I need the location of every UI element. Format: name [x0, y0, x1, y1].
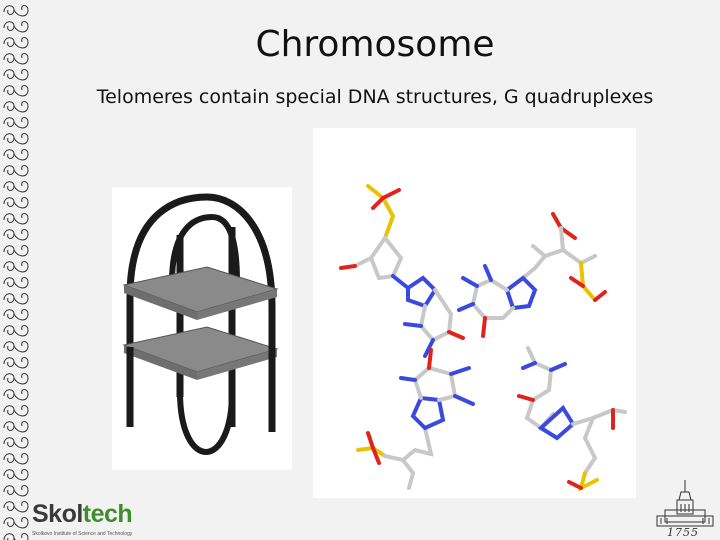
slide-subtitle: Telomeres contain special DNA structures…: [96, 86, 654, 108]
logo-caption: Skolkovo Institute of Science and Techno…: [32, 531, 133, 537]
g-tetrad-molecular-model: [313, 128, 636, 498]
emblem-year: 1755: [667, 526, 699, 539]
slide-title: Chromosome: [255, 24, 495, 65]
logo-wordmark-prefix: Skol: [32, 500, 83, 528]
university-building-emblem: [656, 480, 714, 527]
skoltech-logo: Skoltech Skolkovo Institute of Science a…: [30, 500, 155, 540]
logo-wordmark-suffix: tech: [82, 500, 133, 528]
swirl-border: [0, 0, 34, 540]
logo-wordmark: Skoltech: [32, 500, 133, 529]
g-quadruplex-schematic: [112, 187, 292, 470]
